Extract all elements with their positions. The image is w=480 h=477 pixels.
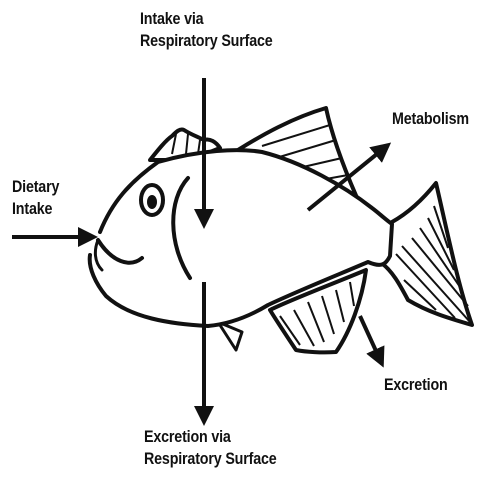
- label-metabolism: Metabolism: [392, 108, 469, 130]
- fish-eye: [141, 185, 163, 215]
- label-dietary-intake: Dietary Intake: [12, 176, 59, 220]
- arrow-excretion: [360, 316, 382, 364]
- pelvic-fin: [218, 322, 242, 350]
- tail-fin: [380, 183, 472, 325]
- label-excretion: Excretion: [384, 374, 448, 396]
- label-intake-respiratory: Intake via Respiratory Surface: [140, 8, 273, 52]
- label-excretion-respiratory: Excretion via Respiratory Surface: [144, 426, 277, 470]
